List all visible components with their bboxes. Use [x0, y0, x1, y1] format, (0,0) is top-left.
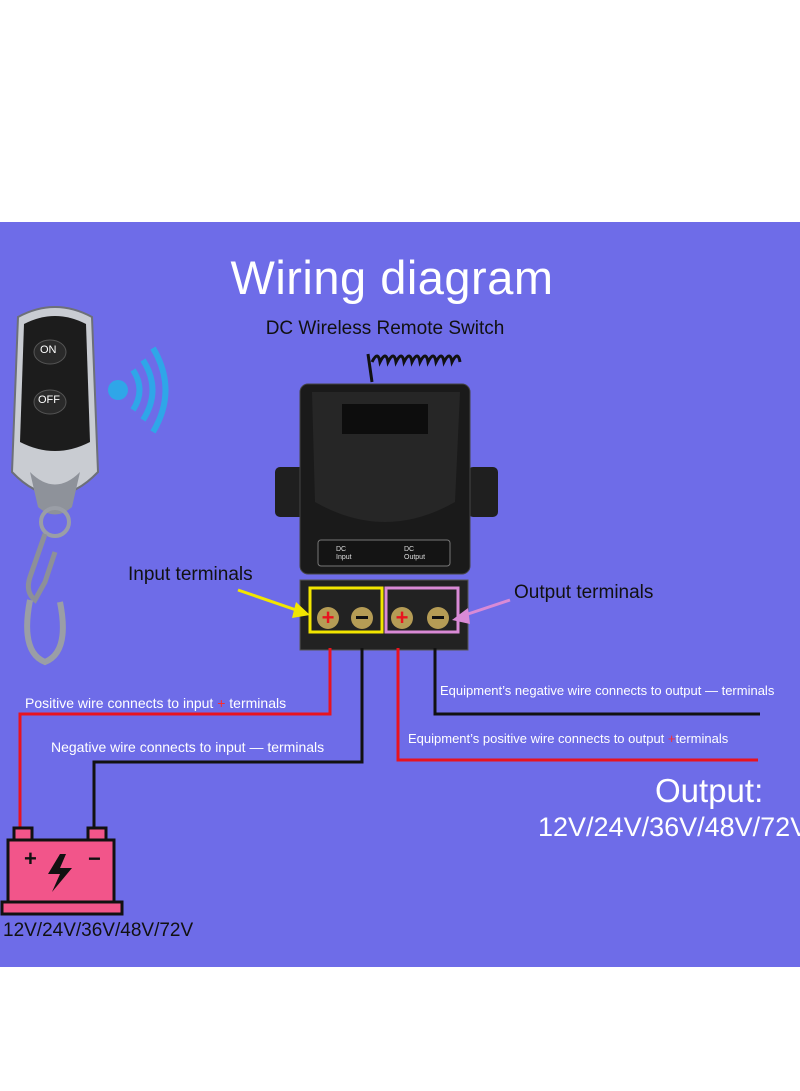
- svg-text:+: +: [24, 846, 37, 871]
- battery-voltages: 12V/24V/36V/48V/72V: [3, 920, 194, 941]
- page-title: Wiring diagram: [230, 251, 554, 304]
- negative-input-wire: [92, 648, 364, 828]
- input-terminals-label: Input terminals: [128, 564, 253, 585]
- equipment-negative-label: Equipment’s negative wire connects to ou…: [440, 683, 775, 698]
- output-pointer-arrow: [452, 598, 511, 624]
- equipment-positive-label: Equipment’s positive wire connects to ou…: [408, 731, 729, 746]
- remote-on-label: ON: [40, 344, 57, 356]
- negative-output-wire: [433, 648, 760, 716]
- output-terminals-label: Output terminals: [514, 582, 654, 603]
- output-plus-icon: +: [396, 605, 409, 630]
- diagram-graphics: + +: [0, 306, 760, 916]
- receiver-input-caption: DC Input: [336, 546, 352, 561]
- negative-wire-label: Negative wire connects to input — termin…: [51, 739, 325, 755]
- battery-icon: + −: [0, 826, 124, 916]
- positive-wire-label: Positive wire connects to input + termin…: [25, 695, 287, 711]
- lightning-icon: [48, 854, 72, 892]
- output-voltages: 12V/24V/36V/48V/72V: [538, 812, 800, 842]
- off-button[interactable]: [33, 389, 67, 415]
- key-ring: [39, 506, 71, 538]
- antenna-icon: [366, 353, 462, 383]
- led-window: [342, 404, 428, 434]
- wireless-signal-icon: [108, 346, 169, 434]
- input-plus-icon: +: [322, 605, 335, 630]
- receiver-module: + +: [275, 383, 498, 651]
- svg-text:−: −: [88, 846, 101, 871]
- remote-off-label: OFF: [38, 394, 60, 406]
- remote-control: [10, 306, 100, 666]
- on-button[interactable]: [33, 339, 67, 365]
- output-title: Output:: [655, 772, 764, 809]
- input-pointer-arrow: [237, 588, 310, 618]
- subtitle: DC Wireless Remote Switch: [265, 318, 505, 339]
- output-terminal-highlight: [384, 586, 460, 634]
- input-terminal-highlight: [308, 586, 384, 634]
- input-minus-icon: [356, 616, 368, 619]
- receiver-output-caption: DC Output: [404, 546, 426, 561]
- output-minus-icon: [432, 616, 444, 619]
- positive-input-wire: [18, 648, 332, 832]
- keychain-clip: [24, 599, 66, 666]
- diagram-panel: + +: [0, 222, 800, 967]
- positive-output-wire: [396, 648, 758, 762]
